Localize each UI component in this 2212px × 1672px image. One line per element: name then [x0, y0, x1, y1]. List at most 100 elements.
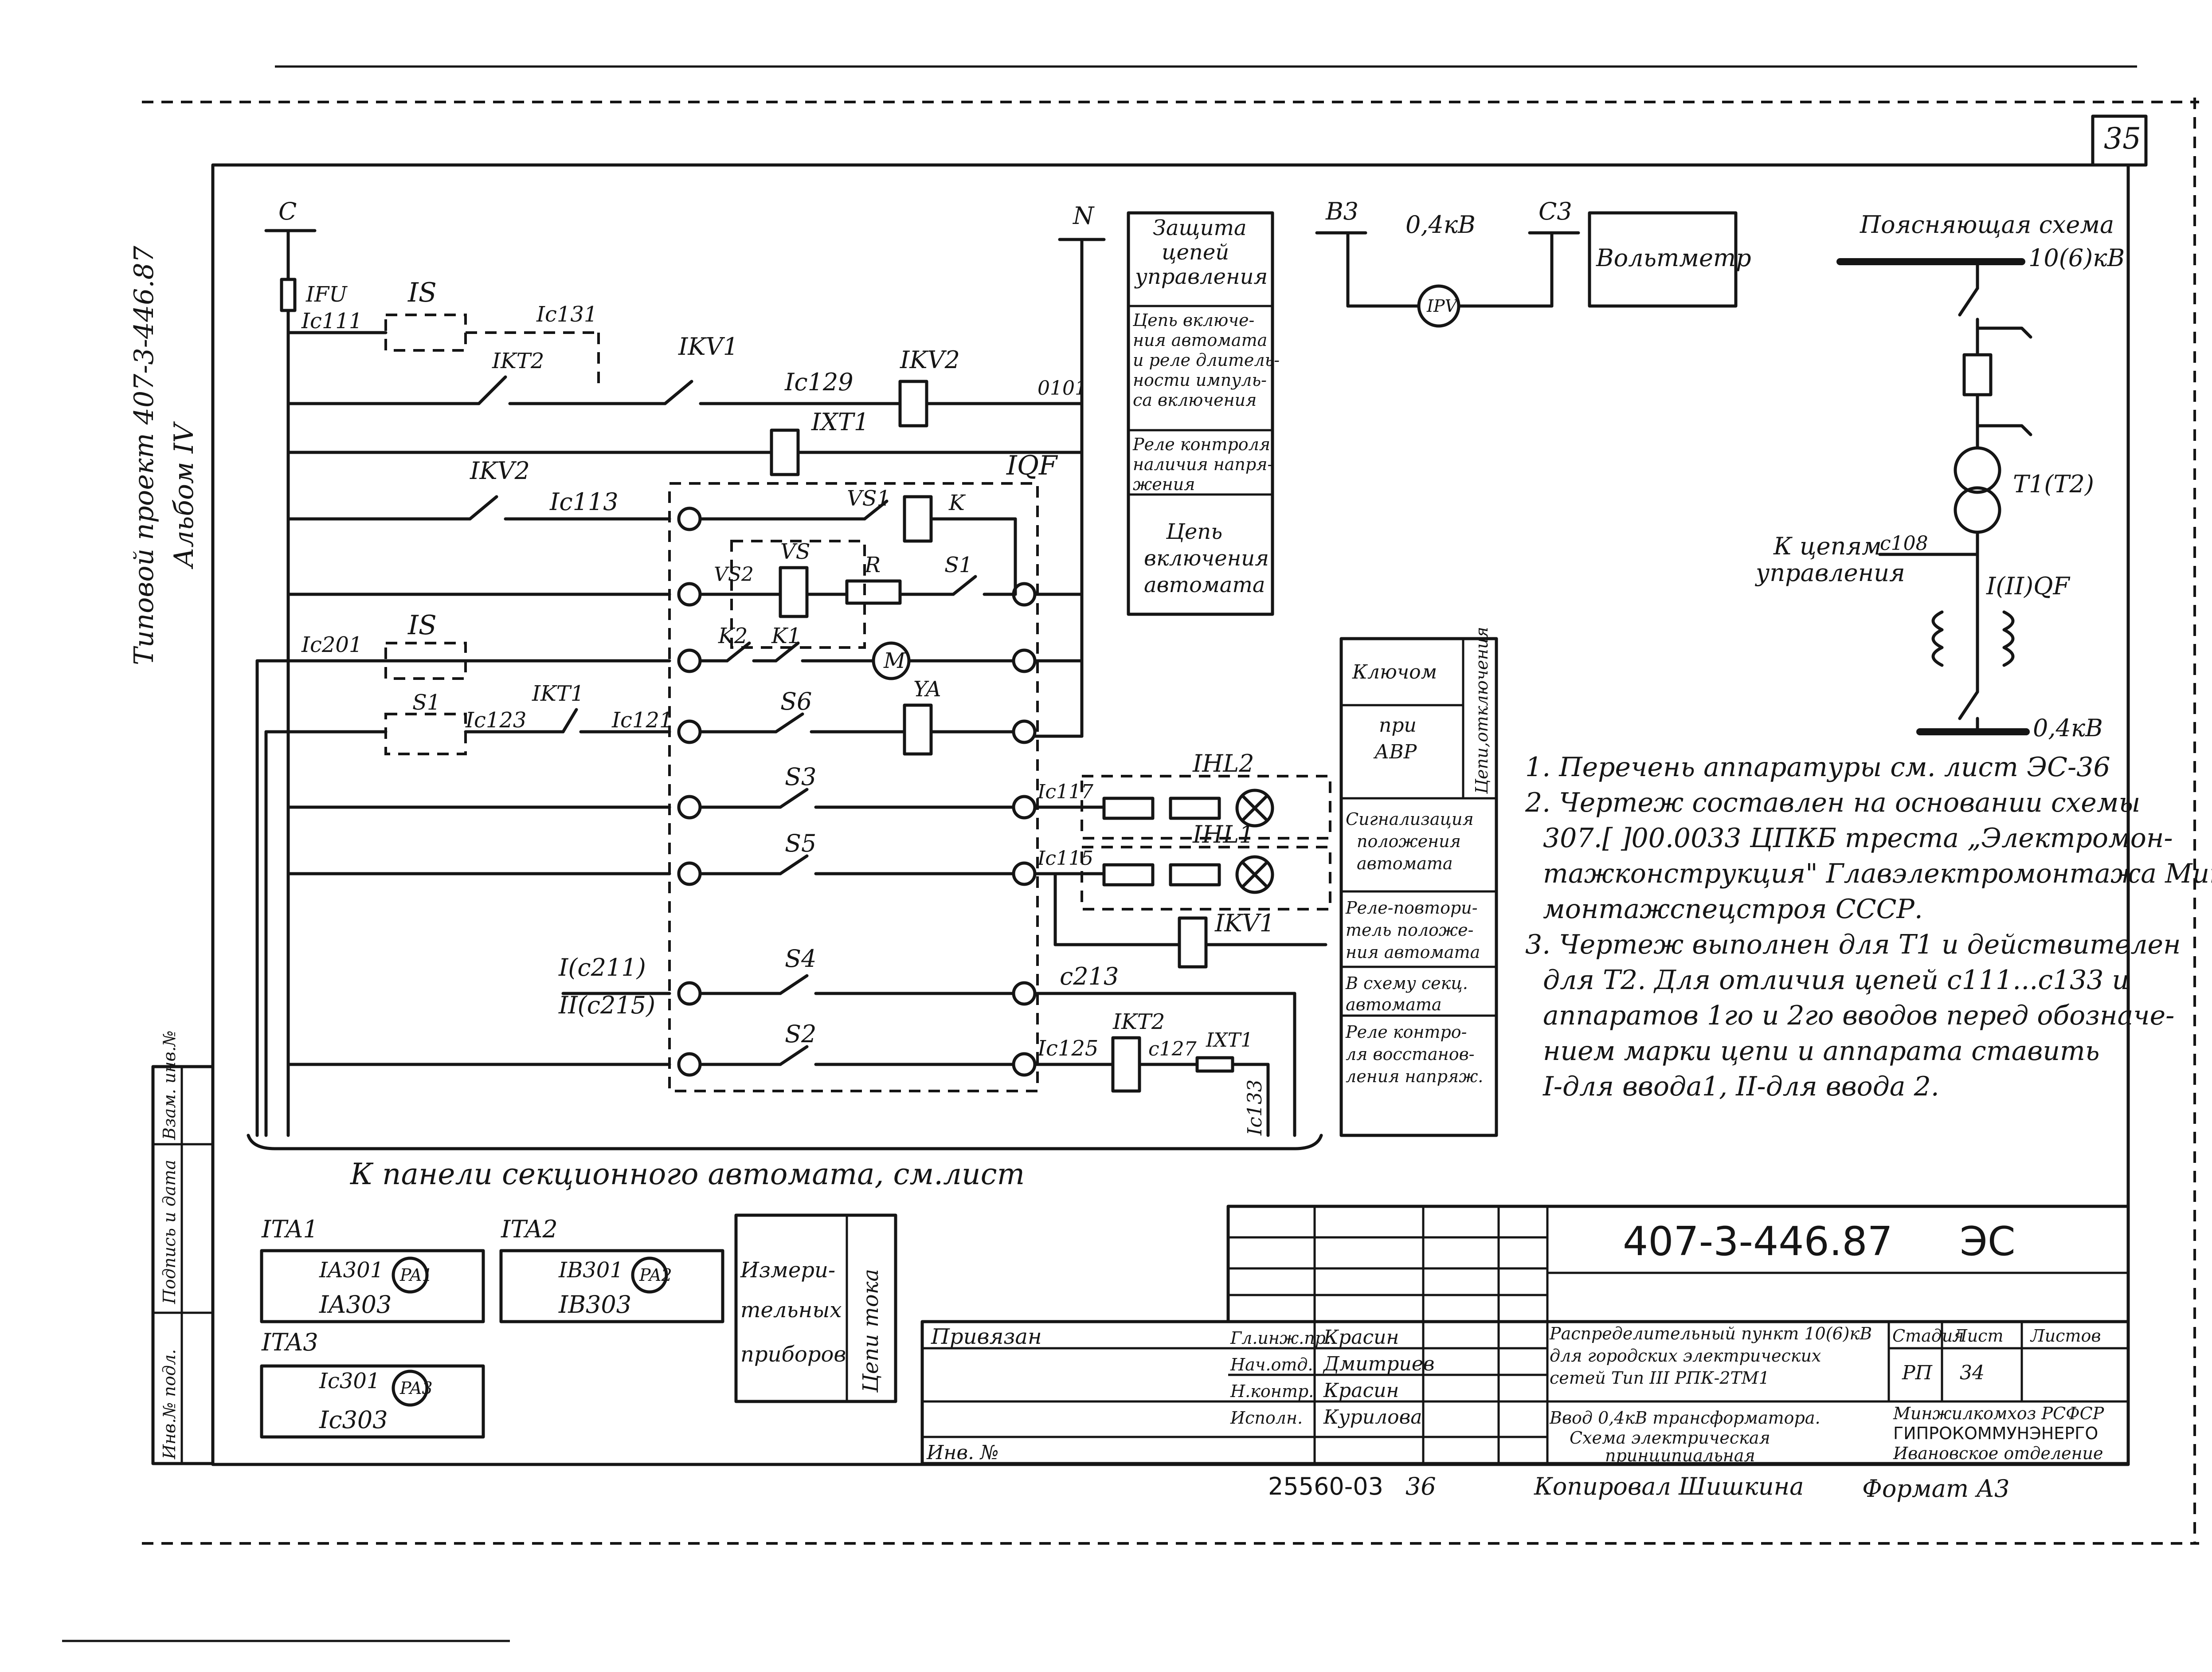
- fn-repeat-1: Реле-повтори-: [1345, 898, 1478, 918]
- kv2-label: IKV2: [900, 346, 960, 374]
- fn-closing-4: ности импуль-: [1133, 370, 1267, 390]
- note-9: нием марки цепи и аппарата ставить: [1543, 1036, 2100, 1067]
- note-7: для Т2. Для отличия цепей с111...с133 и: [1543, 965, 2129, 996]
- bus-c-label: C: [278, 197, 297, 225]
- pa2-label: PA2: [639, 1265, 672, 1285]
- vs1-label: VS1: [847, 486, 890, 511]
- c127-label: с127: [1148, 1038, 1197, 1060]
- pa1-label: PA1: [399, 1265, 433, 1285]
- hv-fuse: [1962, 353, 1993, 396]
- bus-n-label: N: [1072, 202, 1095, 230]
- kt2-relay-label: IKT2: [1112, 1009, 1165, 1034]
- relay-k: [903, 495, 933, 543]
- c115-label: Iс115: [1037, 847, 1093, 870]
- s6-label: S6: [780, 687, 812, 715]
- terminal-5: [677, 861, 702, 886]
- drawing-title-1: Ввод 0,4кВ трансформатора.: [1549, 1408, 1820, 1428]
- relay-xt1: [770, 428, 800, 476]
- r-label: R: [864, 553, 881, 577]
- name-1: Красин: [1323, 1326, 1399, 1349]
- a303-label: IA303: [319, 1291, 392, 1319]
- kt2-label: IKT2: [492, 349, 544, 373]
- pv-label: IPV: [1426, 296, 1459, 316]
- switch-s1-bottom: [384, 713, 467, 755]
- stamp-inv-original: Инв.№ подл.: [160, 1349, 179, 1460]
- a301-label: IA301: [319, 1258, 384, 1283]
- fn-protection-3: управления: [1134, 264, 1268, 289]
- function-column: [1127, 211, 1274, 616]
- side-title-1: Типовой проект 407-3-446.87: [129, 245, 160, 665]
- project-name-1: Распределительный пункт 10(6)кВ: [1549, 1324, 1872, 1343]
- note-4: тажконструкция" Главэлектромонтажа Мин-: [1543, 858, 2212, 889]
- fn-protection-2: цепей: [1162, 240, 1229, 265]
- fn-auto-1: Цепь: [1166, 519, 1222, 544]
- xt1-element: [1195, 1056, 1234, 1073]
- breaker-qf-box: [668, 482, 1039, 1092]
- c117-label: Iс117: [1037, 781, 1093, 803]
- measuring-3: приборов: [740, 1342, 846, 1367]
- ta3-label: ITA3: [261, 1328, 318, 1356]
- k2-label: K2: [718, 624, 748, 648]
- c303-label: Iс303: [319, 1406, 388, 1434]
- c213-label: с213: [1060, 962, 1119, 990]
- terminal-17: [1012, 719, 1037, 744]
- s1-label: S1: [944, 553, 972, 577]
- stamp-sign-date: Подпись и дата: [160, 1160, 179, 1304]
- vs-dashed-box: [730, 540, 866, 649]
- role-1: Гл.инж.пр.: [1230, 1328, 1331, 1348]
- terminal-6: [1012, 861, 1037, 886]
- ammeter-pa1: [392, 1256, 429, 1294]
- terminal-51: [677, 648, 702, 673]
- inv-label: Инв. №: [926, 1441, 999, 1464]
- relay-kv1: [1178, 916, 1208, 969]
- note-10: I-для ввода1, II-для ввода 2.: [1543, 1071, 1939, 1102]
- ammeter-pa2: [631, 1256, 668, 1294]
- lower-function-column: [1339, 637, 1498, 1137]
- is2-label: IS: [407, 610, 437, 641]
- name-4: Курилова: [1323, 1406, 1422, 1429]
- c108-label: с108: [1880, 532, 1928, 555]
- terminal-16: [677, 719, 702, 744]
- format-label: Формат А3: [1862, 1475, 2010, 1503]
- fn-voltage-2: наличия напря-: [1133, 455, 1273, 474]
- lamp-hl1-box: [1081, 846, 1331, 911]
- c129-label: Iс129: [784, 368, 853, 396]
- c301-label: Iс301: [319, 1369, 380, 1393]
- relay-kt2: [1111, 1036, 1141, 1093]
- sheet-header: Лист: [1952, 1326, 2004, 1346]
- fu-label: IFU: [305, 282, 348, 307]
- to-control-2: управления: [1755, 559, 1905, 587]
- k-label: K: [948, 491, 966, 515]
- sheet-code: ЭС: [1960, 1218, 2016, 1265]
- fn-section-1: В схему секц.: [1345, 973, 1468, 993]
- b303-label: IB303: [558, 1291, 631, 1319]
- switch-is-top: [384, 314, 467, 352]
- explanatory-title: Поясняющая схема: [1860, 211, 2114, 239]
- to-control-1: К цепям: [1773, 532, 1882, 560]
- fn-restore-3: ления напряж.: [1346, 1067, 1483, 1086]
- note-5: монтажспецстроя СССР.: [1543, 894, 1923, 925]
- c123-label: Iс123: [465, 708, 526, 733]
- terminal-9: [677, 795, 702, 820]
- ammeter-pa3: [392, 1370, 429, 1407]
- role-3: Н.контр.: [1230, 1382, 1314, 1401]
- transformer-label: T1(T2): [2013, 470, 2094, 498]
- breaker-label: I(II)QF: [1986, 572, 2071, 600]
- b301-label: IB301: [558, 1258, 623, 1283]
- note-8: аппаратов 1го и 2го вводов перед обознач…: [1543, 1000, 2174, 1031]
- drawing-title-2: Схема электрическая: [1570, 1428, 1770, 1448]
- pa3-label: PA3: [399, 1378, 433, 1398]
- relay-vs: [779, 566, 809, 618]
- project-name-3: сетей Тип III РПК-2ТМ1: [1550, 1368, 1770, 1388]
- fn-avr-1: при: [1379, 714, 1417, 737]
- c215-label: II(с215): [558, 991, 655, 1019]
- sheets-header: Листов: [2030, 1326, 2101, 1346]
- fn-key: Ключом: [1352, 661, 1437, 683]
- hv-label: 10(6)кВ: [2028, 244, 2125, 272]
- s4-label: S4: [785, 945, 816, 973]
- kv1-relay-label: IKV1: [1214, 909, 1275, 937]
- fn-closing-2: ния автомата: [1133, 330, 1267, 350]
- voltmeter-box: [1588, 211, 1738, 308]
